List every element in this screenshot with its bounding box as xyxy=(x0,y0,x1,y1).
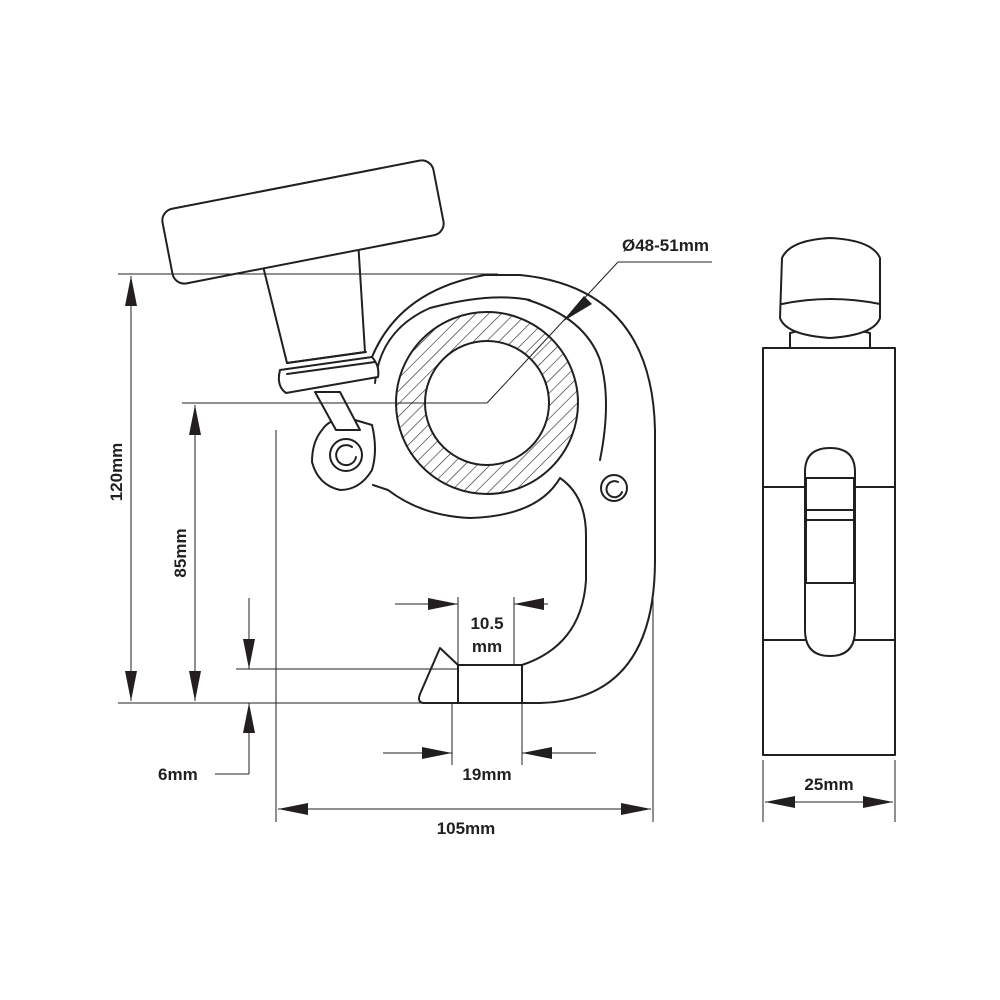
diameter-label: Ø48-51mm xyxy=(622,236,709,255)
height-center-label: 85mm xyxy=(171,528,190,577)
clamp-inner-arm xyxy=(527,299,607,461)
shaft-collar-line xyxy=(286,351,367,364)
shaft-collar-base xyxy=(286,361,376,375)
side-pin-inner xyxy=(605,480,623,499)
overall-width-label: 105mm xyxy=(437,819,496,838)
pivot-pin-inner xyxy=(335,444,357,467)
clamp-inner-edge xyxy=(374,296,531,384)
opening-label-2: mm xyxy=(472,637,502,656)
pivot-pin-outer xyxy=(329,438,363,472)
lever-rod xyxy=(314,391,361,431)
side-width-label: 25mm xyxy=(804,775,853,794)
clamp-body-outline xyxy=(371,274,656,704)
opening-label-1: 10.5 xyxy=(470,614,503,633)
hook-width-label: 19mm xyxy=(462,765,511,784)
shaft-collar xyxy=(277,356,380,394)
side-knob-band xyxy=(781,298,881,305)
side-slot-lever xyxy=(805,477,855,584)
dimension-labels: Ø48-51mm 120mm 85mm 10.5 mm 6mm 19mm 105… xyxy=(107,236,854,838)
clamp-front-view xyxy=(161,159,656,704)
dimension-lines xyxy=(118,261,896,822)
side-knob xyxy=(779,237,881,339)
height-total-label: 120mm xyxy=(107,443,126,502)
hook-thickness-label: 6mm xyxy=(158,765,198,784)
handle-knob xyxy=(161,159,445,285)
clamp-side-view xyxy=(762,237,896,756)
